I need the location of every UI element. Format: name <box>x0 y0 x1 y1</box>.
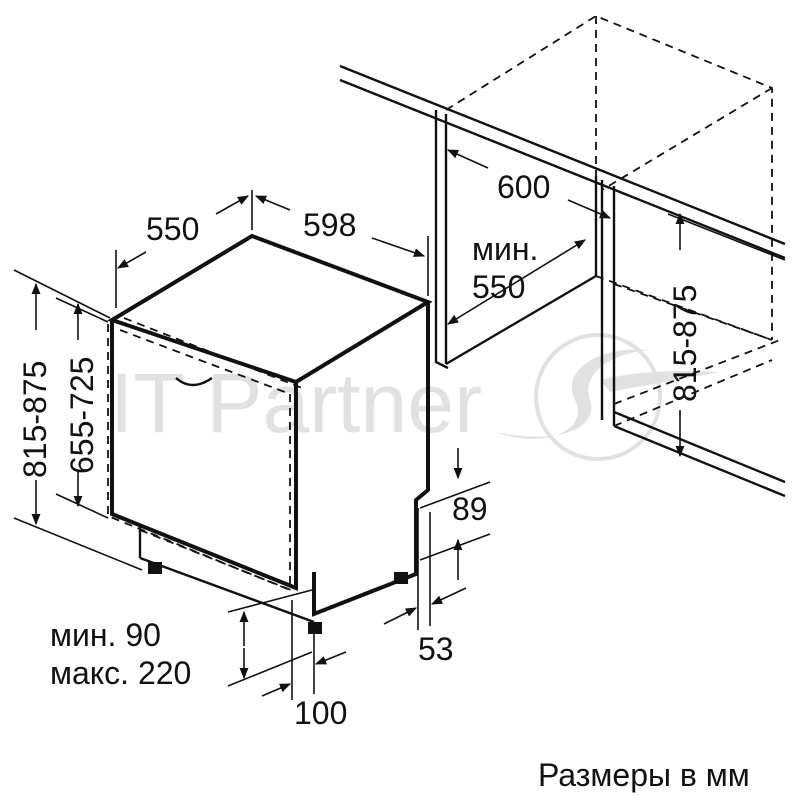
watermark-logo <box>495 333 720 461</box>
plinth-depth-label: 53 <box>418 631 454 667</box>
dishwasher-body <box>107 233 433 634</box>
appliance-dimensions <box>13 190 429 571</box>
appliance-total-height-label: 815-875 <box>17 361 53 478</box>
watermark: IT Partner <box>110 333 720 461</box>
feet <box>148 562 408 634</box>
niche-width-label: 600 <box>497 169 550 205</box>
appliance-depth-label: 550 <box>146 211 199 247</box>
plinth-height-label-line1: мин. 90 <box>50 617 161 653</box>
plinth-height-label-line2: макс. 220 <box>50 655 191 691</box>
niche-depth-label-line1: мин. <box>472 231 538 267</box>
appliance-body-height-label: 655-725 <box>64 357 100 474</box>
plinth-setback-label: 100 <box>294 695 347 731</box>
top-offset-label: 89 <box>452 491 488 527</box>
niche-height-label: 815-875 <box>667 285 703 402</box>
niche-dimensions <box>446 149 786 458</box>
units-caption: Размеры в мм <box>538 757 750 793</box>
detail-dimensions <box>227 448 491 700</box>
appliance-width-label: 598 <box>303 207 356 243</box>
niche-depth-label-line2: 550 <box>472 269 525 305</box>
